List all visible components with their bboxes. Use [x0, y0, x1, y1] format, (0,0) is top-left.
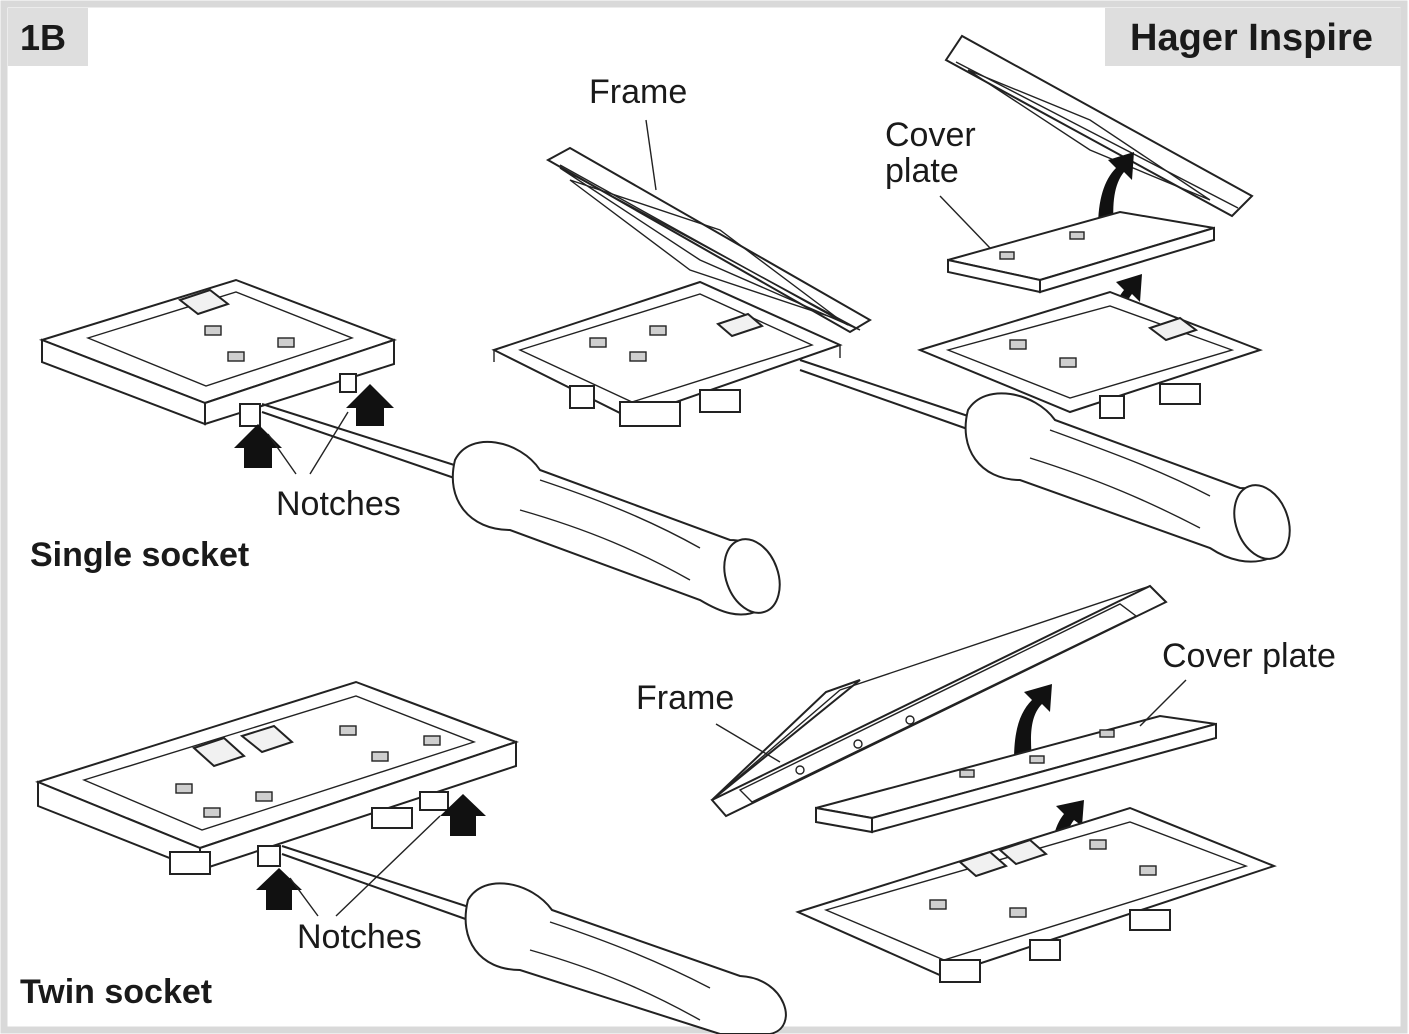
brand-tab: Hager Inspire: [1105, 8, 1401, 66]
lift-arrow-icon: [1014, 684, 1052, 760]
notch-arrow-icon: [234, 424, 282, 468]
single-frame-lifted: [545, 146, 872, 334]
single-base-middle: [491, 280, 843, 427]
twin-socket-closed: [35, 680, 519, 875]
step-label: 1B: [20, 17, 66, 58]
twin-switch-rocker-2: [239, 724, 294, 754]
single-socket-title: Single socket: [30, 536, 249, 574]
twin-frame-label: Frame: [636, 679, 734, 717]
single-base-right: [917, 290, 1263, 419]
single-cover-plate: [947, 210, 1215, 294]
twin-cover-plate: [815, 714, 1217, 834]
twin-socket-title: Twin socket: [20, 973, 212, 1011]
twin-switch-rocker-1: [192, 736, 246, 768]
screwdriver-icon: [799, 359, 1291, 563]
notch-arrow-icon: [256, 868, 302, 910]
brand-label: Hager Inspire: [1130, 17, 1373, 59]
single-switch-rocker: [177, 288, 231, 316]
twin-cover-plate-label: Cover plate: [1162, 637, 1336, 675]
twin-frame-lifted: [710, 584, 1168, 818]
screwdriver-icon: [281, 845, 787, 1034]
single-socket-closed: [38, 278, 397, 427]
step-tab: 1B: [8, 8, 88, 66]
notch-arrow-icon: [440, 794, 486, 836]
twin-base: [795, 806, 1277, 983]
notch-arrow-icon: [346, 384, 394, 426]
single-cover-plate-label-line2: plate: [885, 152, 959, 190]
screwdriver-icon: [261, 403, 781, 616]
single-frame-top-right: [944, 34, 1254, 218]
lift-arrow-icon: [1098, 152, 1134, 228]
single-cover-plate-label-line1: Cover: [885, 116, 976, 154]
single-frame-label: Frame: [589, 73, 687, 111]
single-notches-label: Notches: [276, 485, 401, 523]
twin-notches-label: Notches: [297, 918, 422, 956]
